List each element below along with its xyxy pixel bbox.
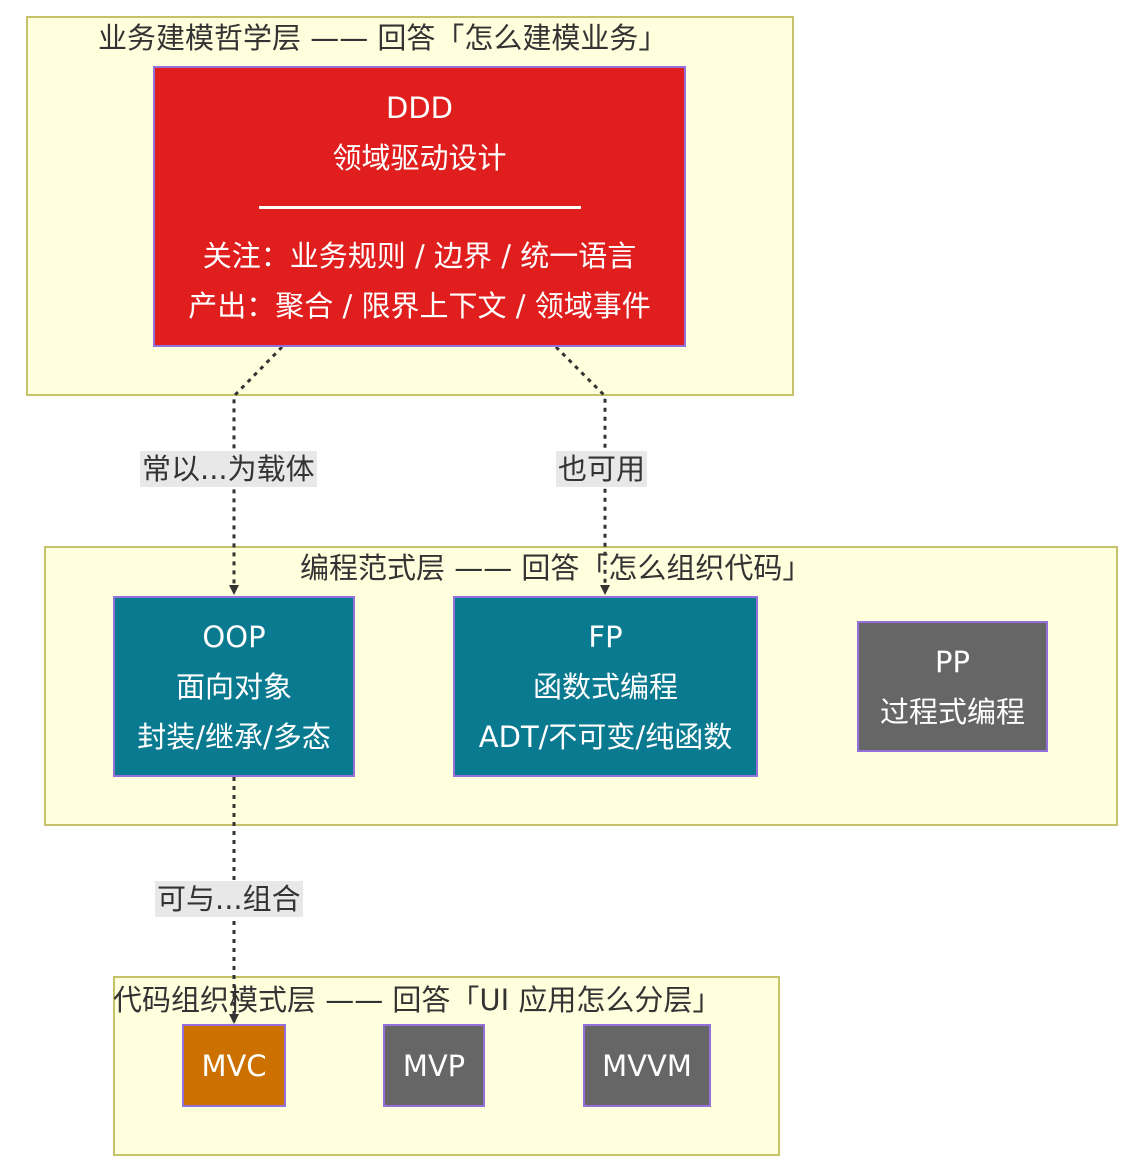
node-fp-name: FP	[588, 619, 623, 654]
edge-label-ddd-oop: 常以...为载体	[140, 451, 317, 487]
node-pp-subtitle: 过程式编程	[879, 694, 1025, 729]
node-oop-detail: 封装/继承/多态	[137, 719, 331, 754]
node-pp[interactable]: PP 过程式编程	[857, 621, 1048, 752]
node-ddd-output: 产出：聚合 / 限界上下文 / 领域事件	[188, 288, 651, 323]
node-ddd-name: DDD	[386, 90, 453, 125]
node-mvp[interactable]: MVP	[383, 1024, 485, 1107]
node-mvc-name: MVC	[201, 1048, 267, 1083]
edge-label-oop-mvc: 可与...组合	[155, 881, 303, 917]
node-oop[interactable]: OOP 面向对象 封装/继承/多态	[113, 596, 355, 777]
node-oop-name: OOP	[202, 619, 266, 654]
node-mvc[interactable]: MVC	[182, 1024, 286, 1107]
node-ddd-subtitle: 领域驱动设计	[332, 140, 507, 175]
edge-label-ddd-fp: 也可用	[556, 451, 648, 487]
node-mvp-name: MVP	[402, 1048, 466, 1083]
node-pp-name: PP	[935, 644, 970, 679]
node-ddd-focus: 关注：业务规则 / 边界 / 统一语言	[202, 238, 637, 273]
node-oop-subtitle: 面向对象	[175, 669, 292, 704]
layer-business-title: 业务建模哲学层 —— 回答「怎么建模业务」	[98, 21, 668, 55]
node-mvvm-name: MVVM	[602, 1048, 692, 1083]
layer-pattern-title: 代码组织模式层 —— 回答「UI 应用怎么分层」	[113, 983, 722, 1017]
node-fp-subtitle: 函数式编程	[532, 669, 678, 704]
layer-paradigm-title: 编程范式层 —— 回答「怎么组织代码」	[300, 551, 812, 585]
node-fp[interactable]: FP 函数式编程 ADT/不可变/纯函数	[453, 596, 758, 777]
node-ddd-divider	[258, 205, 581, 209]
node-fp-detail: ADT/不可变/纯函数	[478, 719, 733, 754]
node-mvvm[interactable]: MVVM	[583, 1024, 711, 1107]
node-ddd[interactable]: DDD 领域驱动设计 关注：业务规则 / 边界 / 统一语言 产出：聚合 / 限…	[153, 66, 686, 347]
